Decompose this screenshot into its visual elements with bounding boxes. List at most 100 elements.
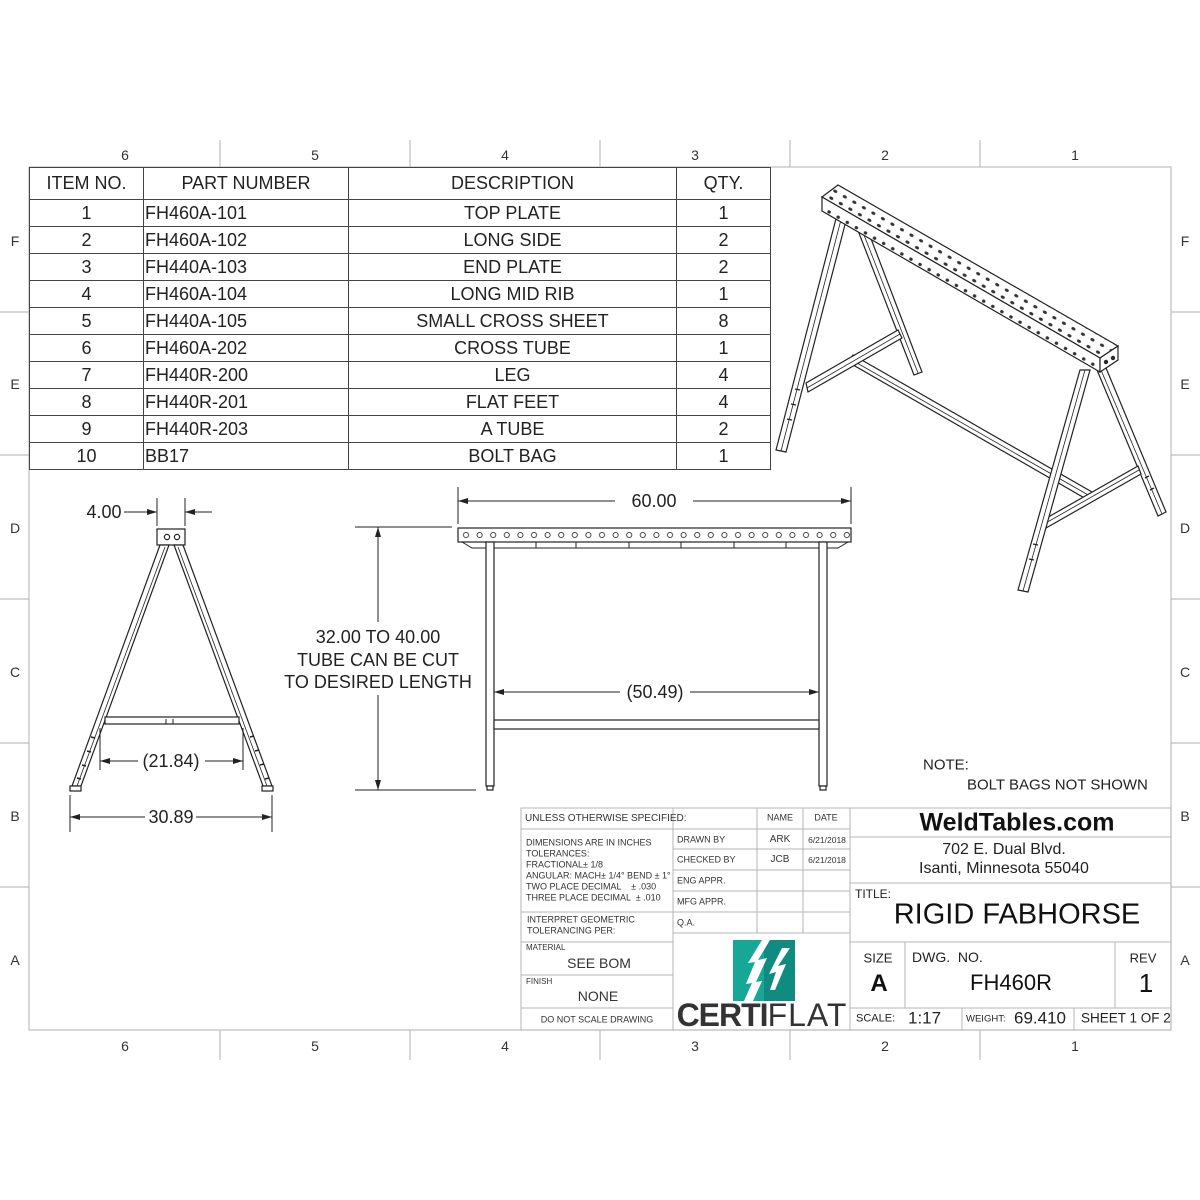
zone-row-label: F (1180, 233, 1190, 249)
bom-description: END PLATE (348, 253, 677, 281)
bom-qty: 2 (676, 253, 771, 281)
dimension-height-note-line: TUBE CAN BE CUT (296, 650, 460, 670)
size-value: A (870, 970, 888, 997)
approval-name: JCB (770, 854, 790, 865)
bom-description: LONG SIDE (348, 226, 677, 254)
bom-description: BOLT BAG (348, 442, 677, 470)
dwg-no-value: FH460R (970, 970, 1052, 995)
zone-column-label: 2 (881, 147, 889, 163)
approval-name: ARK (769, 834, 791, 845)
zone-row-label: E (1180, 376, 1190, 392)
bom-qty: 8 (676, 307, 771, 335)
tolerance-line: TOLERANCES: (526, 848, 590, 859)
note-text: BOLT BAGS NOT SHOWN (967, 776, 1148, 794)
bom-item: 5 (29, 307, 144, 335)
bom-part-number: FH460A-101 (143, 199, 349, 227)
material-value: SEE BOM (567, 955, 631, 971)
certiflat-logo-mark (733, 940, 795, 1001)
bom-header-part-number: PART NUMBER (143, 167, 349, 200)
company-name: WeldTables.com (919, 808, 1115, 837)
bom-part-number: FH440A-105 (143, 307, 349, 335)
dimension-height-note-line: 32.00 TO 40.00 (315, 627, 441, 647)
bom-part-number: FH460A-104 (143, 280, 349, 308)
approvals-date-header: DATE (814, 812, 838, 823)
weight-label: WEIGHT: (966, 1013, 1006, 1025)
drawing-title: RIGID FABHORSE (893, 898, 1141, 931)
zone-row-label: B (1180, 808, 1190, 824)
bom-item: 9 (29, 415, 144, 443)
zone-column-label: 5 (311, 147, 319, 163)
bom-item: 7 (29, 361, 144, 389)
bom-qty: 1 (676, 199, 771, 227)
interpret-line: INTERPRET GEOMETRIC (527, 914, 635, 925)
isometric-view (775, 184, 1167, 593)
dimension-height-note-line: TO DESIRED LENGTH (284, 672, 472, 692)
approvals-name-header: NAME (766, 812, 794, 823)
zone-column-label: 3 (691, 147, 699, 163)
bom-description: CROSS TUBE (348, 334, 677, 362)
zone-row-label: A (1180, 952, 1190, 968)
bom-qty: 1 (676, 442, 771, 470)
company-address-line2: Isanti, Minnesota 55040 (919, 860, 1089, 877)
bom-item: 8 (29, 388, 144, 416)
bom-part-number: FH460A-102 (143, 226, 349, 254)
zone-row-label: A (10, 952, 20, 968)
logo-text-light: FLAT (767, 997, 848, 1033)
tolerance-heading: UNLESS OTHERWISE SPECIFIED: (525, 813, 687, 824)
zone-row-label: C (9, 664, 21, 680)
note-label: NOTE: (923, 756, 969, 774)
bom-header-row: ITEM NO. PART NUMBER DESCRIPTION QTY. (29, 167, 771, 200)
bom-qty: 4 (676, 361, 771, 389)
approval-role: ENG APPR. (677, 875, 726, 886)
sheet-number: SHEET 1 OF 2 (1081, 1010, 1171, 1026)
size-label: SIZE (863, 950, 893, 966)
weight-value: 69.410 (1014, 1008, 1066, 1028)
dimension-base-width: 30.89 (146, 807, 196, 827)
tolerance-line: THREE PLACE DECIMAL ± .010 (526, 892, 661, 903)
bom-item: 3 (29, 253, 144, 281)
zone-column-label: 1 (1071, 147, 1079, 163)
dimension-front-crossbar: (21.84) (140, 751, 202, 771)
zone-row-label: E (10, 376, 20, 392)
rev-value: 1 (1138, 968, 1154, 998)
zone-column-label: 5 (311, 1038, 319, 1054)
zone-column-label: 4 (501, 1038, 509, 1054)
bom-part-number: FH440R-201 (143, 388, 349, 416)
title-block-grid (520, 807, 1172, 1031)
zone-column-label: 1 (1071, 1038, 1079, 1054)
bom-qty: 4 (676, 388, 771, 416)
bom-description: LEG (348, 361, 677, 389)
scale-label: SCALE: (856, 1012, 896, 1025)
approval-role: Q.A. (677, 917, 696, 928)
bom-qty: 1 (676, 280, 771, 308)
finish-value: NONE (577, 988, 619, 1004)
bom-qty: 1 (676, 334, 771, 362)
company-address-line1: 702 E. Dual Blvd. (942, 841, 1066, 858)
tolerance-line: TWO PLACE DECIMAL ± .030 (526, 881, 657, 892)
approval-role: DRAWN BY (677, 834, 726, 845)
bom-qty: 2 (676, 226, 771, 254)
zone-column-label: 6 (121, 147, 129, 163)
approval-date: 6/21/2018 (808, 834, 846, 845)
bom-description: TOP PLATE (348, 199, 677, 227)
bom-description: SMALL CROSS SHEET (348, 307, 677, 335)
bom-description: A TUBE (348, 415, 677, 443)
zone-column-label: 4 (501, 147, 509, 163)
dimension-top-width: 4.00 (86, 502, 122, 522)
approval-role: CHECKED BY (677, 854, 736, 865)
front-view-dimensions (69, 498, 273, 832)
side-view-dimensions (355, 487, 852, 791)
bom-part-number: FH460A-202 (143, 334, 349, 362)
zone-column-label: 3 (691, 1038, 699, 1054)
bom-item: 2 (29, 226, 144, 254)
bom-qty: 2 (676, 415, 771, 443)
logo-text-bold: CERTI (676, 997, 769, 1033)
